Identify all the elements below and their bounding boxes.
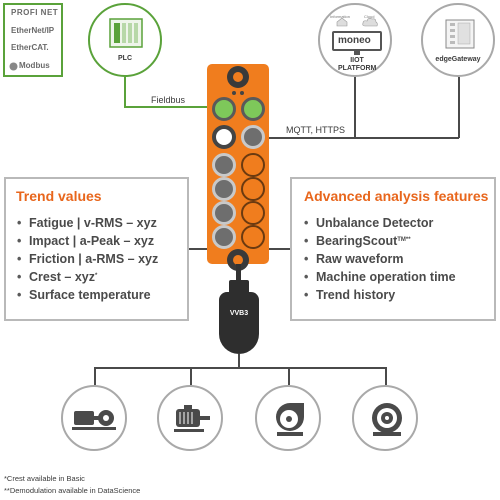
port-fieldbus-out — [241, 97, 265, 121]
tree-trunk — [238, 354, 240, 368]
advanced-analysis-list: Unbalance Detector BearingScoutTM** Raw … — [304, 214, 456, 304]
list-item: Impact | a-Peak – xyz — [17, 232, 158, 250]
list-item: Raw waveform — [304, 250, 456, 268]
motor-node — [157, 385, 223, 451]
cloud-icon — [362, 18, 378, 27]
house-icon — [336, 17, 348, 27]
ethercat-logo: EtherCAT. — [11, 43, 49, 52]
tree-branch — [288, 367, 290, 385]
advanced-connector — [269, 248, 290, 250]
tree-branch — [190, 367, 192, 385]
monitor-stand — [354, 51, 360, 55]
protocols-box: PROFI NET EtherNet/IP EtherCAT. Modbus — [3, 3, 63, 77]
edge-gateway-label: edgeGateway — [435, 56, 481, 63]
mqtt-line-horizontal — [268, 137, 459, 139]
vvb3-sensor — [219, 292, 259, 354]
module-top-hole — [233, 72, 243, 82]
port-power — [212, 125, 236, 149]
fan-icon — [276, 403, 304, 436]
port-b3 — [241, 201, 265, 225]
modbus-icon — [9, 62, 18, 71]
fieldbus-line-horizontal — [124, 106, 244, 108]
pump-node — [352, 385, 418, 451]
motor-pump-node — [61, 385, 127, 451]
port-b2 — [241, 177, 265, 201]
profinet-logo: PROFI NET — [11, 8, 59, 17]
motor-icon — [174, 405, 210, 432]
plc-node: PLC — [88, 3, 162, 77]
module-bottom-hole — [233, 255, 243, 265]
sensor-cable — [236, 264, 241, 282]
iiot-platform-label: IIOT PLATFORM — [338, 57, 377, 72]
list-item: Surface temperature — [17, 286, 158, 304]
ethernet-ip-logo: EtherNet/IP — [11, 26, 55, 35]
trademark-mark: TM** — [397, 237, 411, 243]
iiot-line-vertical — [354, 77, 356, 138]
mqtt-label: MQTT, HTTPS — [286, 125, 345, 135]
fieldbus-label: Fieldbus — [151, 95, 186, 105]
port-a2 — [212, 177, 236, 201]
list-item: Crest – xyz* — [17, 268, 158, 286]
gateway-icon — [445, 19, 475, 49]
moneo-screen: moneo — [332, 31, 382, 51]
modbus-logo: Modbus — [19, 61, 50, 70]
footnote-mark: * — [95, 273, 98, 279]
list-item: Friction | a-RMS – xyz — [17, 250, 158, 268]
list-item: Machine operation time — [304, 268, 456, 286]
footnote-crest: *Crest available in Basic — [4, 474, 85, 483]
moneo-brand: moneo — [338, 35, 371, 46]
fan-node — [255, 385, 321, 451]
cloud-label: Cloud — [364, 14, 375, 19]
footnote-demodulation: **Demodulation available in DataScience — [4, 486, 141, 495]
fieldbus-line-vertical — [124, 77, 126, 108]
port-b1 — [241, 153, 265, 177]
plc-label: PLC — [118, 55, 132, 62]
port-a4 — [212, 225, 236, 249]
list-item: BearingScoutTM** — [304, 232, 456, 250]
io-module — [207, 64, 269, 271]
edge-line-vertical — [458, 77, 460, 138]
vvb3-label: VVB3 — [229, 310, 249, 317]
plc-icon — [109, 18, 143, 48]
list-item: Unbalance Detector — [304, 214, 456, 232]
motor-pump-icon — [72, 410, 116, 430]
tree-horizontal — [94, 367, 386, 369]
port-network — [241, 125, 265, 149]
information-label: Information — [330, 14, 351, 19]
iiot-platform-node: Information Cloud moneo IIOT PLATFORM — [318, 3, 392, 77]
port-a3 — [212, 201, 236, 225]
list-item: Fatigue | v-RMS – xyz — [17, 214, 158, 232]
port-fieldbus-in — [212, 97, 236, 121]
led — [240, 91, 244, 95]
advanced-analysis-title: Advanced analysis features — [304, 188, 489, 204]
trend-connector — [189, 248, 207, 250]
pump-icon — [372, 403, 402, 436]
port-a1 — [212, 153, 236, 177]
trend-values-title: Trend values — [16, 188, 102, 204]
sensor-connector — [229, 280, 249, 294]
tree-branch — [385, 367, 387, 385]
port-b4 — [241, 225, 265, 249]
edge-gateway-node: edgeGateway — [421, 3, 495, 77]
led — [232, 91, 236, 95]
list-item: Trend history — [304, 286, 456, 304]
tree-branch — [94, 367, 96, 385]
trend-values-list: Fatigue | v-RMS – xyz Impact | a-Peak – … — [17, 214, 158, 304]
